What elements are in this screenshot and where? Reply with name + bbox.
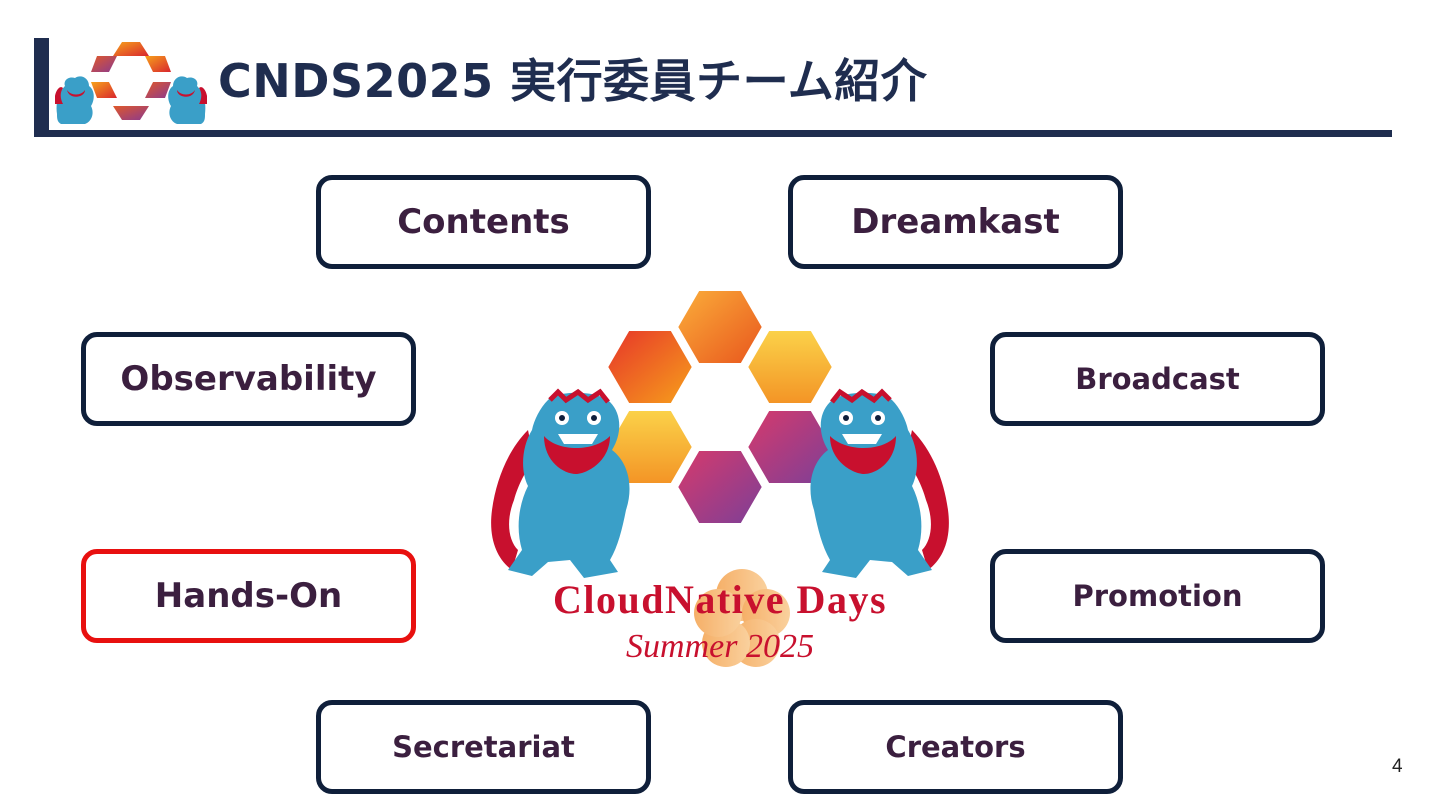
page-title: CNDS2025 実行委員チーム紹介 (218, 54, 928, 108)
team-box-broadcast: Broadcast (990, 332, 1325, 426)
team-box-observability: Observability (81, 332, 416, 426)
team-box-hands-on: Hands-On (81, 549, 416, 643)
team-box-promotion: Promotion (990, 549, 1325, 643)
header-cnd-logo (55, 42, 207, 124)
logo-wordmark: CloudNative Days (553, 577, 887, 622)
cloudnative-days-logo: CloudNative Days Summer 2025 (491, 287, 949, 667)
team-box-creators: Creators (788, 700, 1123, 794)
team-box-contents: Contents (316, 175, 651, 269)
header-accent-bar (34, 38, 49, 137)
page-number: 4 (1392, 756, 1403, 777)
logo-subtitle: Summer 2025 (626, 628, 814, 665)
team-box-secretariat: Secretariat (316, 700, 651, 794)
header-divider (34, 130, 1392, 137)
team-box-dreamkast: Dreamkast (788, 175, 1123, 269)
